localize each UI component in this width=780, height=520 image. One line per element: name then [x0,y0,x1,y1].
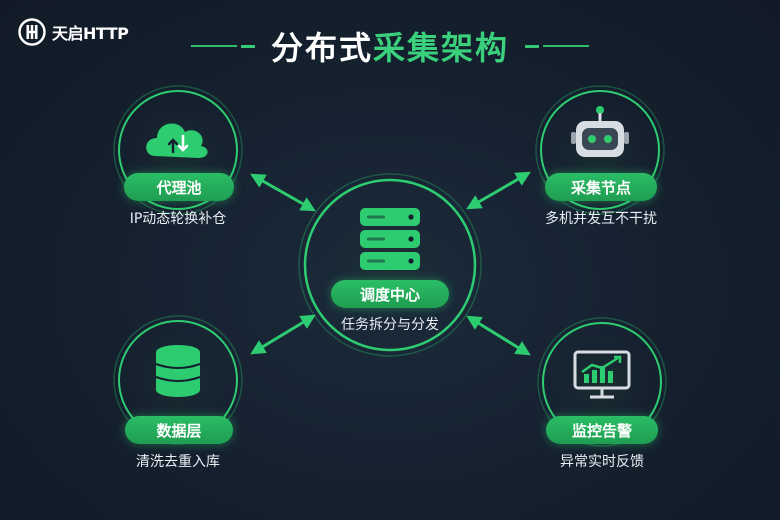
title-green-part: 采集架构 [373,29,510,67]
title-right-decoration [525,44,590,48]
arrow-proxy-scheduler [250,173,316,212]
page-title: 分布式采集架构 [271,23,509,69]
title-bar: 分布式采集架构 [0,22,780,70]
monitor-alert-desc: 异常实时反馈 [560,454,644,470]
data-layer-label: 数据层 [125,416,233,444]
brand-logo: 天启HTTP [18,18,129,46]
cloud-upload-download-icon [146,123,208,158]
arrow-data-scheduler [250,314,316,355]
proxy-pool-label: 代理池 [124,173,234,201]
arrow-monitor-scheduler [466,315,531,356]
collector-node-label: 采集节点 [545,173,657,201]
title-left-decoration [190,44,255,48]
monitor-chart-icon [573,350,631,399]
proxy-pool-desc: IP动态轮换补仓 [129,211,227,227]
robot-icon [571,106,629,157]
title-white-part: 分布式 [270,29,373,67]
scheduler-label: 调度中心 [331,280,449,308]
arrow-collector-scheduler [466,171,531,210]
monitor-alert-label: 监控告警 [546,416,658,444]
data-layer-desc: 清洗去重入库 [136,454,220,470]
brand-logo-icon [18,18,46,46]
scheduler-desc: 任务拆分与分发 [341,317,439,333]
brand-name: 天启HTTP [52,24,129,43]
collector-node-desc: 多机并发互不干扰 [545,211,657,227]
database-icon [155,345,201,397]
server-stack-icon [360,208,420,270]
